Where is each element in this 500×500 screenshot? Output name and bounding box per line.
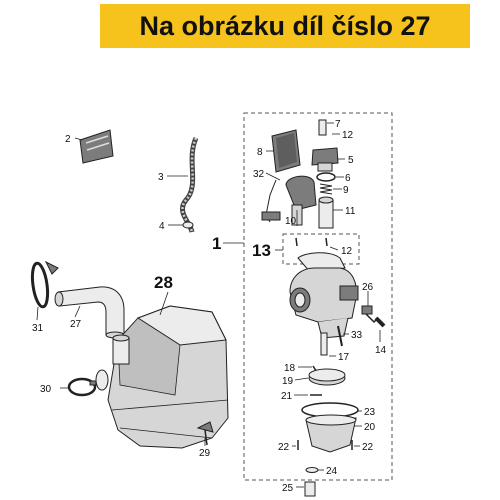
- callout-10: 10: [285, 216, 297, 227]
- leader-2: [74, 137, 83, 141]
- part-11-throttle-slide: [318, 196, 334, 229]
- leader-32: [265, 172, 281, 181]
- callout-9: 9: [343, 185, 349, 196]
- part-31-strap: [30, 260, 59, 309]
- leader-19: [294, 377, 309, 381]
- leader-27: [74, 305, 81, 318]
- callout-4: 4: [159, 221, 165, 232]
- part-6-seal-ring: [316, 172, 336, 182]
- part-19-float: [308, 368, 346, 386]
- part-33-screw: [337, 325, 343, 347]
- callout-21: 21: [281, 391, 293, 402]
- callout-3: 3: [158, 172, 164, 183]
- callout-11: 11: [345, 206, 356, 217]
- callout-24: 24: [326, 466, 338, 477]
- callout-5: 5: [348, 155, 354, 166]
- part-24-washer: [305, 467, 319, 473]
- part-30-hose-clamp: [67, 377, 97, 397]
- callout-14: 14: [375, 345, 387, 356]
- part-9-spring: [319, 183, 333, 195]
- part-20-float-bowl: [305, 414, 357, 453]
- banner-title: Na obrázku díl číslo 27: [139, 11, 431, 41]
- callout-26: 26: [362, 282, 374, 293]
- callout-23: 23: [364, 407, 376, 418]
- part-5-top-cover: [311, 147, 339, 172]
- part-14-drain-tube: [374, 316, 386, 328]
- callout-30: 30: [40, 384, 52, 395]
- callout-29: 29: [199, 448, 211, 459]
- callout-1: 1: [212, 234, 221, 253]
- callout-13: 13: [252, 241, 271, 260]
- part-12-screws: [295, 237, 328, 247]
- part-29-screw: [196, 421, 214, 446]
- callout-25: 25: [282, 483, 294, 494]
- callout-8: 8: [257, 147, 263, 158]
- part-28-air-filter-box: [95, 305, 229, 449]
- callout-28: 28: [154, 273, 173, 292]
- callout-12-sub: 12: [341, 246, 353, 257]
- callout-19: 19: [282, 376, 294, 387]
- part-22-screws: [297, 440, 353, 450]
- part-17-jet: [320, 332, 328, 356]
- callout-20: 20: [364, 422, 376, 433]
- part-3-hose: [179, 136, 199, 233]
- callout-31: 31: [32, 323, 44, 334]
- carburettor-body: [289, 252, 359, 339]
- leader-12b: [329, 246, 339, 251]
- callout-27: 27: [70, 319, 82, 330]
- callout-2: 2: [65, 134, 71, 145]
- callout-33: 33: [351, 330, 363, 341]
- highlight-banner: Na obrázku díl číslo 27: [100, 4, 470, 48]
- part-25-drain-screw: [304, 481, 316, 497]
- callout-22-right: 22: [362, 442, 374, 453]
- part-2-label-plate: [79, 129, 114, 164]
- callout-22-left: 22: [278, 442, 290, 453]
- part-27-intake-tube: [54, 286, 125, 339]
- part-4-clip: [182, 221, 194, 229]
- part-8-choke-housing: [271, 129, 301, 173]
- callout-6: 6: [345, 173, 351, 184]
- callout-18: 18: [284, 363, 296, 374]
- part-7-bolt: [318, 119, 327, 136]
- carburettor-group-frame: [243, 112, 393, 481]
- callout-17: 17: [338, 352, 350, 363]
- leader-31: [36, 306, 39, 321]
- leader-28: [159, 291, 169, 316]
- callout-12-top: 12: [342, 130, 354, 141]
- callout-7: 7: [335, 119, 341, 130]
- callout-32: 32: [253, 169, 265, 180]
